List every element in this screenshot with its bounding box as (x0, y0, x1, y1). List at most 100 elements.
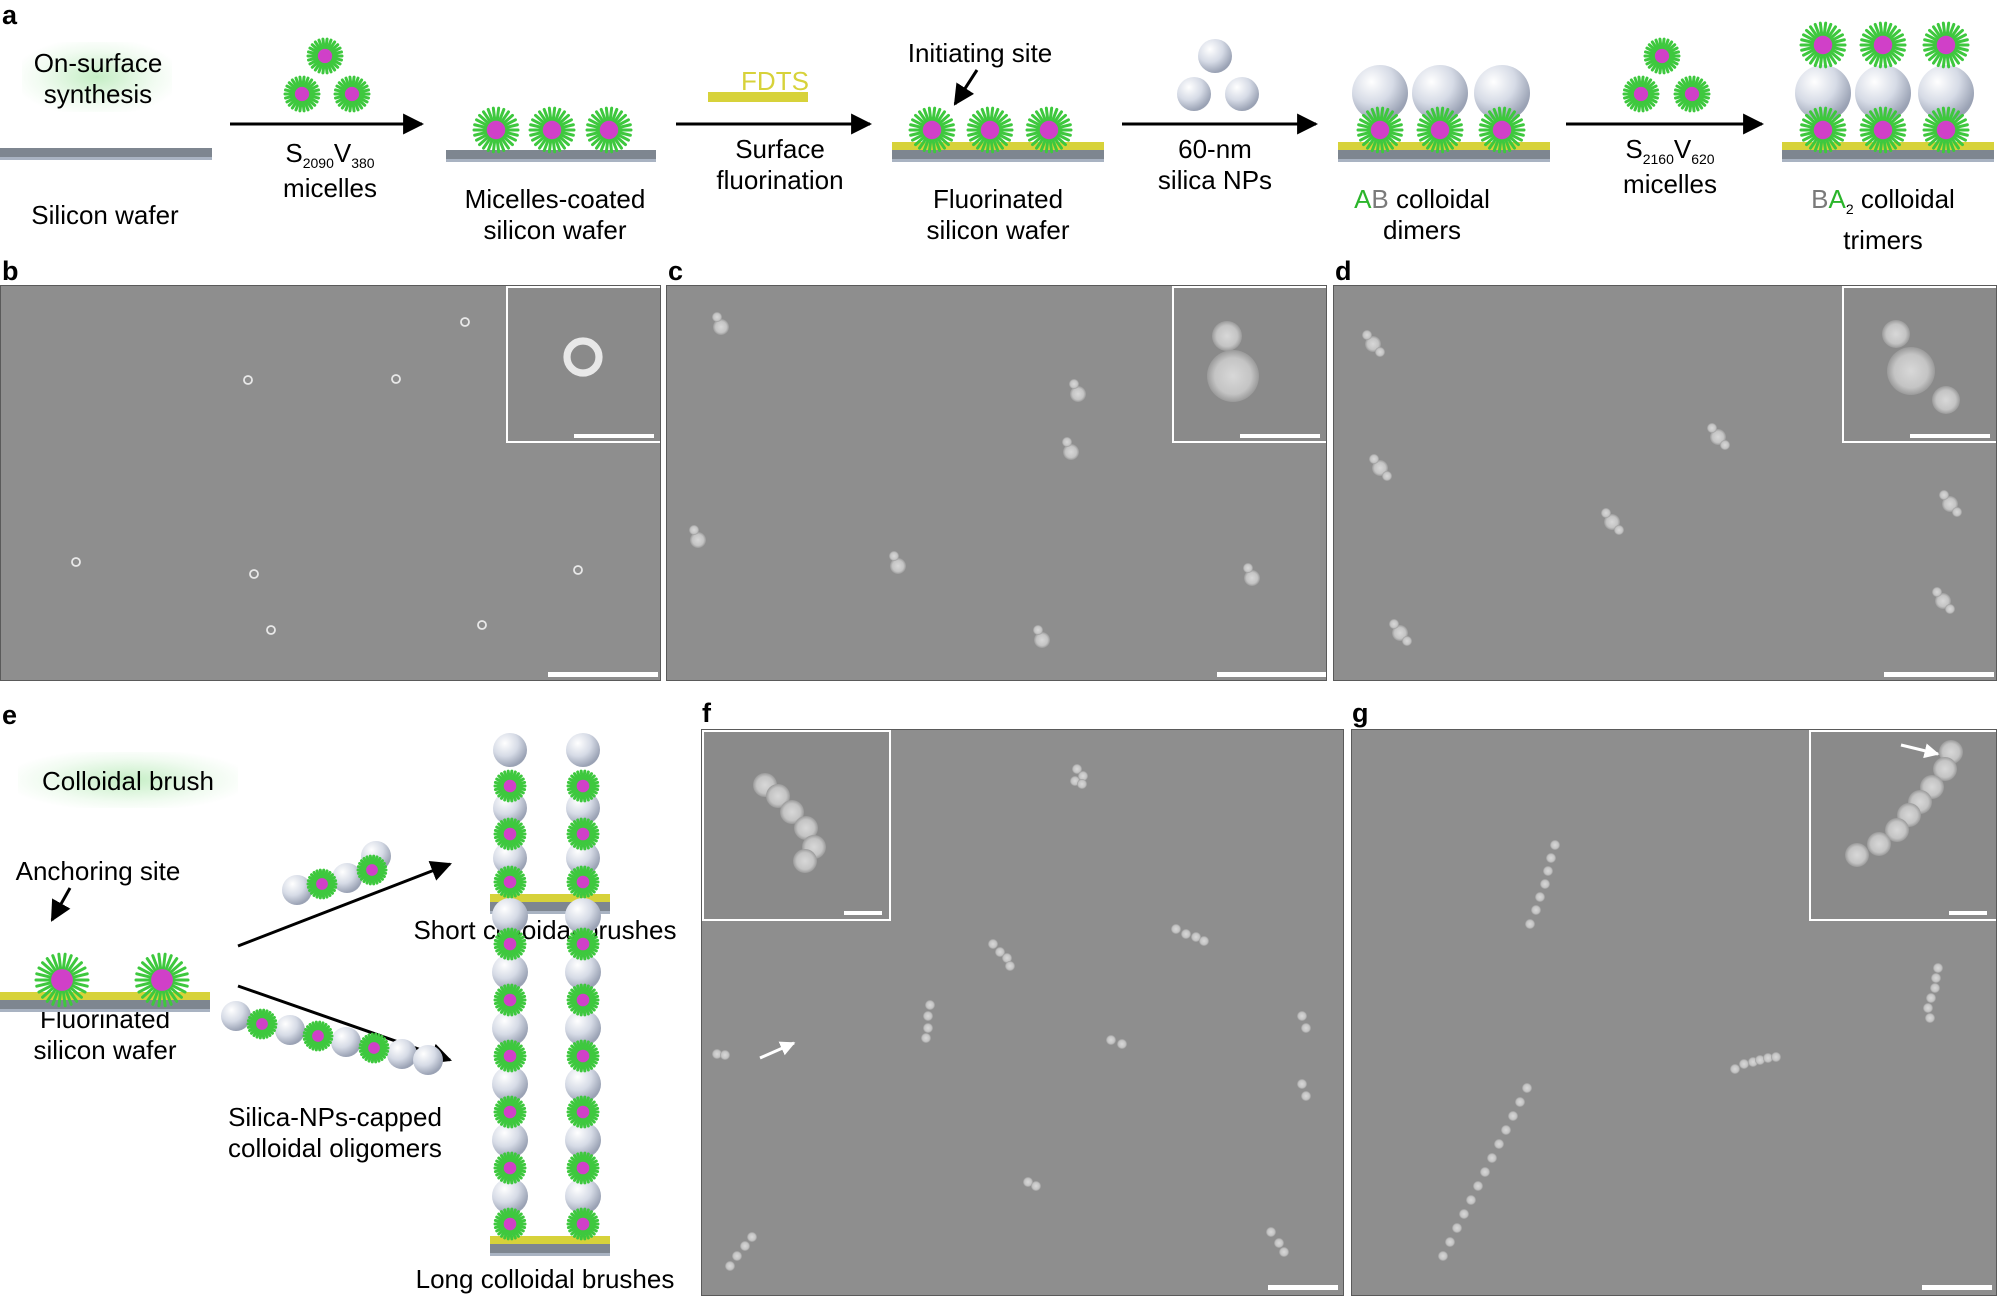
micelle-on-wafer (585, 106, 633, 154)
sem-particle (740, 1241, 750, 1251)
silica-sphere-trimer (1795, 65, 1851, 121)
colloidal-brush-glow (18, 752, 238, 808)
sem-particle (923, 1023, 933, 1033)
sem-particle (1546, 853, 1556, 863)
sem-particle (1301, 1091, 1311, 1101)
micelle-dimer (1356, 106, 1404, 154)
silica-sphere (492, 1066, 528, 1102)
brush-micelle (566, 817, 600, 851)
oligomer-micelle (356, 854, 388, 886)
panel-label-f: f (702, 698, 711, 728)
short-brush-wafer-edge (490, 911, 610, 914)
arrow-short-brush (237, 861, 452, 948)
sem-particle (1466, 1195, 1476, 1205)
sem-particle (1033, 625, 1043, 635)
silica-sphere (332, 863, 362, 893)
sem-particle (1389, 619, 1399, 629)
long-brush-wafer (490, 1244, 610, 1253)
sem-particle (1369, 454, 1379, 464)
sem-image-d (1333, 285, 1997, 681)
sem-particle (1543, 866, 1553, 876)
short-brushes-label: Short colloidal brushes (413, 915, 677, 945)
sem-micelle (266, 625, 276, 635)
micelle-core (599, 120, 619, 140)
brush-micelle (566, 1207, 600, 1241)
long-brush-wafer-fdts-layer (490, 1236, 610, 1245)
sem-particle (1034, 632, 1050, 648)
long-brush-wafer-edge (490, 1253, 610, 1256)
micelle-core (317, 48, 333, 64)
sem-particle (1755, 1055, 1765, 1065)
sem-image-b (0, 285, 661, 681)
sem-particle (1494, 1139, 1504, 1149)
sem-particle (1078, 771, 1088, 781)
sem-particle (1473, 1181, 1483, 1191)
sem-particle (1952, 507, 1962, 517)
sem-particle (1932, 587, 1942, 597)
brush-micelle (493, 1151, 527, 1185)
sem-particle (793, 849, 817, 873)
scale-bar-inset-b (574, 434, 654, 438)
sem-particle (1614, 525, 1624, 535)
sem-particle (1508, 1111, 1518, 1121)
micelle-free (283, 75, 321, 113)
brush-micelle (493, 865, 527, 899)
scale-bar-inset-c (1240, 434, 1320, 438)
panel-label-c: c (668, 256, 684, 286)
sem-particle (988, 939, 998, 949)
sem-particle (1063, 444, 1079, 460)
dimer-wafer-edge (1338, 159, 1550, 162)
anchor-micelle (34, 952, 90, 1008)
sem-particle (1535, 892, 1545, 902)
panel-label-d: d (1335, 256, 1352, 286)
sem-particle (889, 551, 899, 561)
anchoring-site-label: Anchoring site (15, 856, 181, 886)
micelle-trimer-top (1859, 21, 1907, 69)
micelle-free (1643, 37, 1681, 75)
micelle-on-wafer (528, 106, 576, 154)
sem-particle (1191, 932, 1201, 942)
brush-micelle (493, 983, 527, 1017)
sem-micelle (243, 375, 253, 385)
micelle-core (1936, 35, 1956, 55)
sem-particle (766, 784, 790, 808)
sem-particle (1771, 1052, 1781, 1062)
sem-particle (1925, 1013, 1935, 1023)
silica-sphere (492, 898, 528, 934)
micelle-trimer-top (1799, 21, 1847, 69)
sem-particle (1887, 347, 1935, 395)
silica-sphere (492, 954, 528, 990)
brush-wafer (0, 1000, 210, 1009)
sem-particle (725, 1261, 735, 1271)
brush-micelle (493, 1039, 527, 1073)
sem-particle (1930, 983, 1940, 993)
sem-particle (732, 1251, 742, 1261)
micelle-core (1492, 120, 1512, 140)
micelles-coated-wafer (446, 150, 656, 159)
silica-sphere (1225, 77, 1259, 111)
silica-sphere (566, 841, 600, 875)
sem-particle (1438, 1251, 1448, 1261)
micelle-core (1873, 120, 1893, 140)
sem-particle (1601, 508, 1611, 518)
micelle-core (576, 1105, 590, 1119)
silica-sphere (221, 1001, 251, 1031)
micelle-core (151, 969, 173, 991)
fluorinated-wafer (892, 150, 1104, 159)
panel-label-a: a (2, 0, 18, 30)
oligomer-micelle (246, 1008, 278, 1040)
sem-micelle (573, 565, 583, 575)
sem-micelle (391, 374, 401, 384)
fluorinated-wafer-fdts-layer (892, 142, 1104, 151)
sem-micelle (563, 337, 603, 377)
micelle-dimer (1478, 106, 1526, 154)
oligomer-micelle (306, 868, 338, 900)
sem-particle (1002, 953, 1012, 963)
micelle-core (294, 86, 310, 102)
sem-particle (995, 947, 1005, 957)
sem-particle (1933, 963, 1943, 973)
micelle-core (256, 1018, 268, 1030)
micelle-core (312, 1030, 324, 1042)
